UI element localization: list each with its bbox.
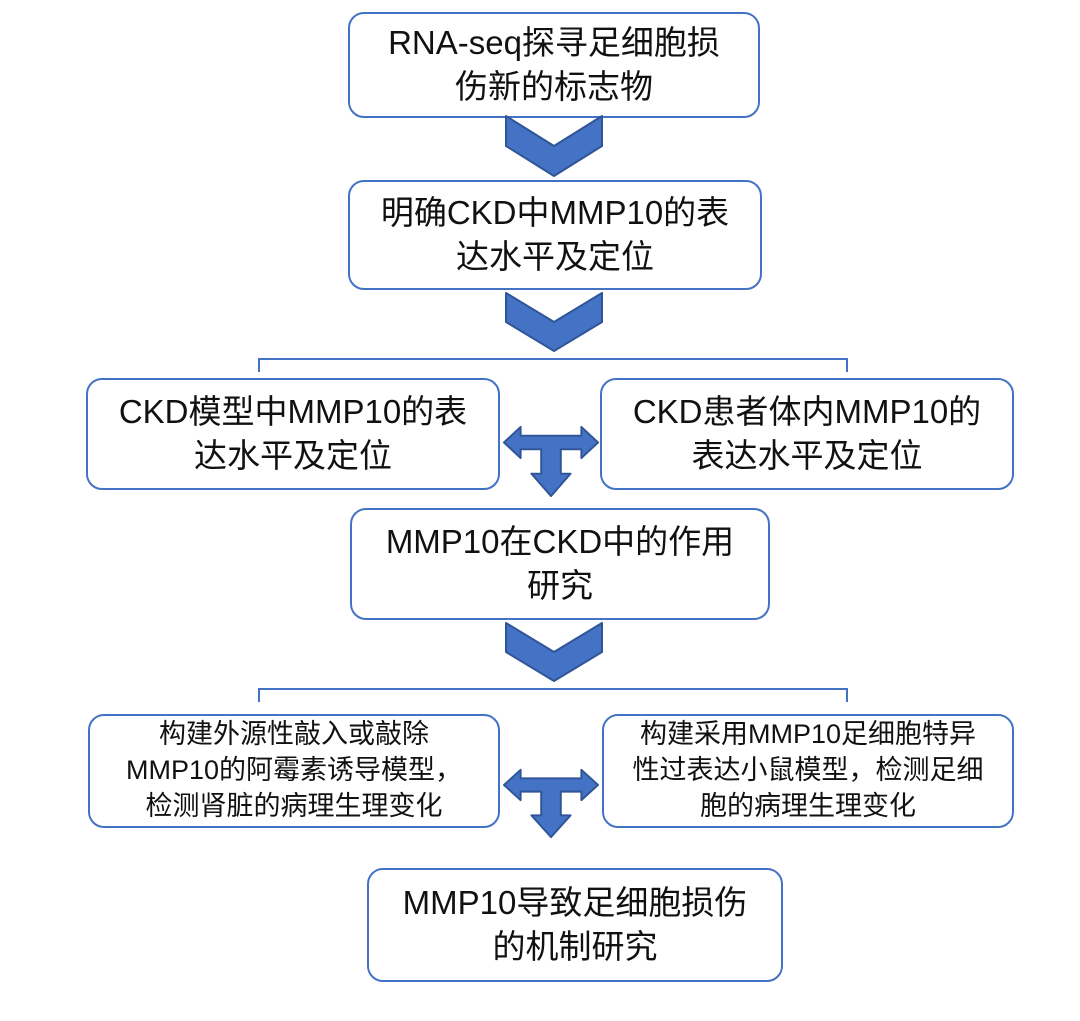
node-text: CKD模型中MMP10的表 达水平及定位 [118, 393, 468, 474]
node-text: RNA-seq探寻足细胞损 伤新的标志物 [388, 24, 720, 105]
down-chevron-icon [505, 291, 603, 353]
node-rna-seq-discovery: RNA-seq探寻足细胞损 伤新的标志物 [348, 12, 760, 118]
node-text: CKD患者体内MMP10的 表达水平及定位 [632, 393, 982, 474]
node-ckd-patient-expression: CKD患者体内MMP10的 表达水平及定位 [600, 378, 1014, 490]
node-text: 构建采用MMP10足细胞特异 性过表达小鼠模型，检测足细 胞的病理生理变化 [632, 719, 984, 821]
three-way-arrow-icon [502, 425, 600, 498]
down-chevron-icon [505, 621, 603, 683]
node-overexpression-model: 构建采用MMP10足细胞特异 性过表达小鼠模型，检测足细 胞的病理生理变化 [602, 714, 1014, 828]
split-bracket-line [258, 688, 848, 702]
node-text: MMP10导致足细胞损伤 的机制研究 [402, 884, 748, 965]
node-mechanism-study: MMP10导致足细胞损伤 的机制研究 [367, 868, 783, 982]
node-text: MMP10在CKD中的作用 研究 [385, 523, 735, 604]
split-bracket-line [258, 358, 848, 372]
node-mmp10-expression-ckd: 明确CKD中MMP10的表 达水平及定位 [348, 180, 762, 290]
node-text: 明确CKD中MMP10的表 达水平及定位 [380, 194, 730, 275]
down-chevron-icon [505, 115, 603, 177]
three-way-arrow-icon [502, 768, 600, 839]
node-ckd-model-expression: CKD模型中MMP10的表 达水平及定位 [86, 378, 500, 490]
node-mmp10-role-study: MMP10在CKD中的作用 研究 [350, 508, 770, 620]
node-text: 构建外源性敲入或敲除 MMP10的阿霉素诱导模型， 检测肾脏的病理生理变化 [125, 719, 463, 821]
node-knock-in-out-model: 构建外源性敲入或敲除 MMP10的阿霉素诱导模型， 检测肾脏的病理生理变化 [88, 714, 500, 828]
